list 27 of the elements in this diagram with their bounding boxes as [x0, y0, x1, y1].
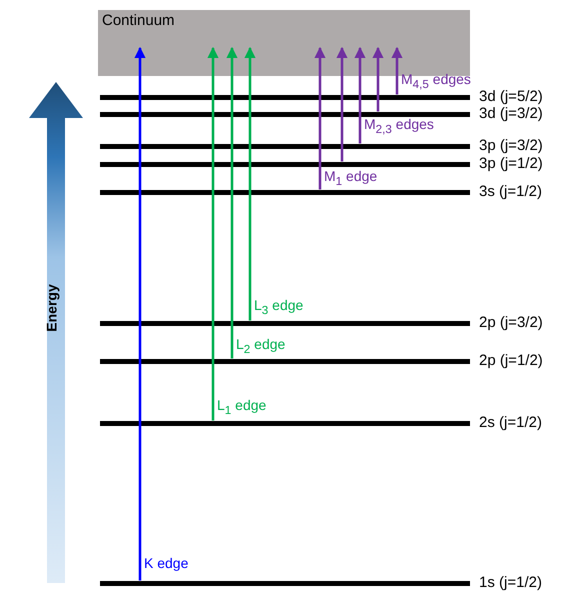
level-label: 2p (j=1/2): [479, 352, 543, 369]
transition-arrow: [134, 46, 146, 580]
transition-arrow: [336, 46, 348, 162]
transition-arrow: [391, 46, 403, 94]
transition-arrow: [226, 46, 238, 358]
edge-label: M$_{4,5}$ edges: [401, 70, 471, 92]
level-label: 1s (j=1/2): [479, 574, 542, 591]
transition-arrow: [354, 46, 366, 144]
level-label: 3d (j=3/2): [479, 105, 543, 122]
transition-arrow: [207, 46, 219, 420]
edge-label: M$_{1}$ edge: [324, 168, 378, 190]
transition-arrow: [372, 46, 384, 112]
edge-label: L$_{1}$ edge: [217, 396, 266, 418]
band-label: Continuum: [102, 12, 175, 29]
edge-label: M$_{2,3}$ edges: [364, 116, 434, 138]
level-label: 3p (j=1/2): [479, 155, 543, 172]
level-label: 2p (j=3/2): [479, 314, 543, 331]
level-label: 3d (j=5/2): [479, 88, 543, 105]
transition-arrow: [244, 46, 256, 320]
edge-label: L$_{3}$ edge: [254, 296, 304, 318]
edge-label: L$_{2}$ edge: [236, 336, 286, 358]
level-label: 3s (j=1/2): [479, 183, 542, 200]
level-label: 2s (j=1/2): [479, 414, 542, 431]
edge-label: K edge: [144, 554, 188, 570]
transition-arrow: [314, 46, 326, 190]
axis-label: Energy: [44, 284, 60, 332]
level-label: 3p (j=3/2): [479, 137, 543, 154]
